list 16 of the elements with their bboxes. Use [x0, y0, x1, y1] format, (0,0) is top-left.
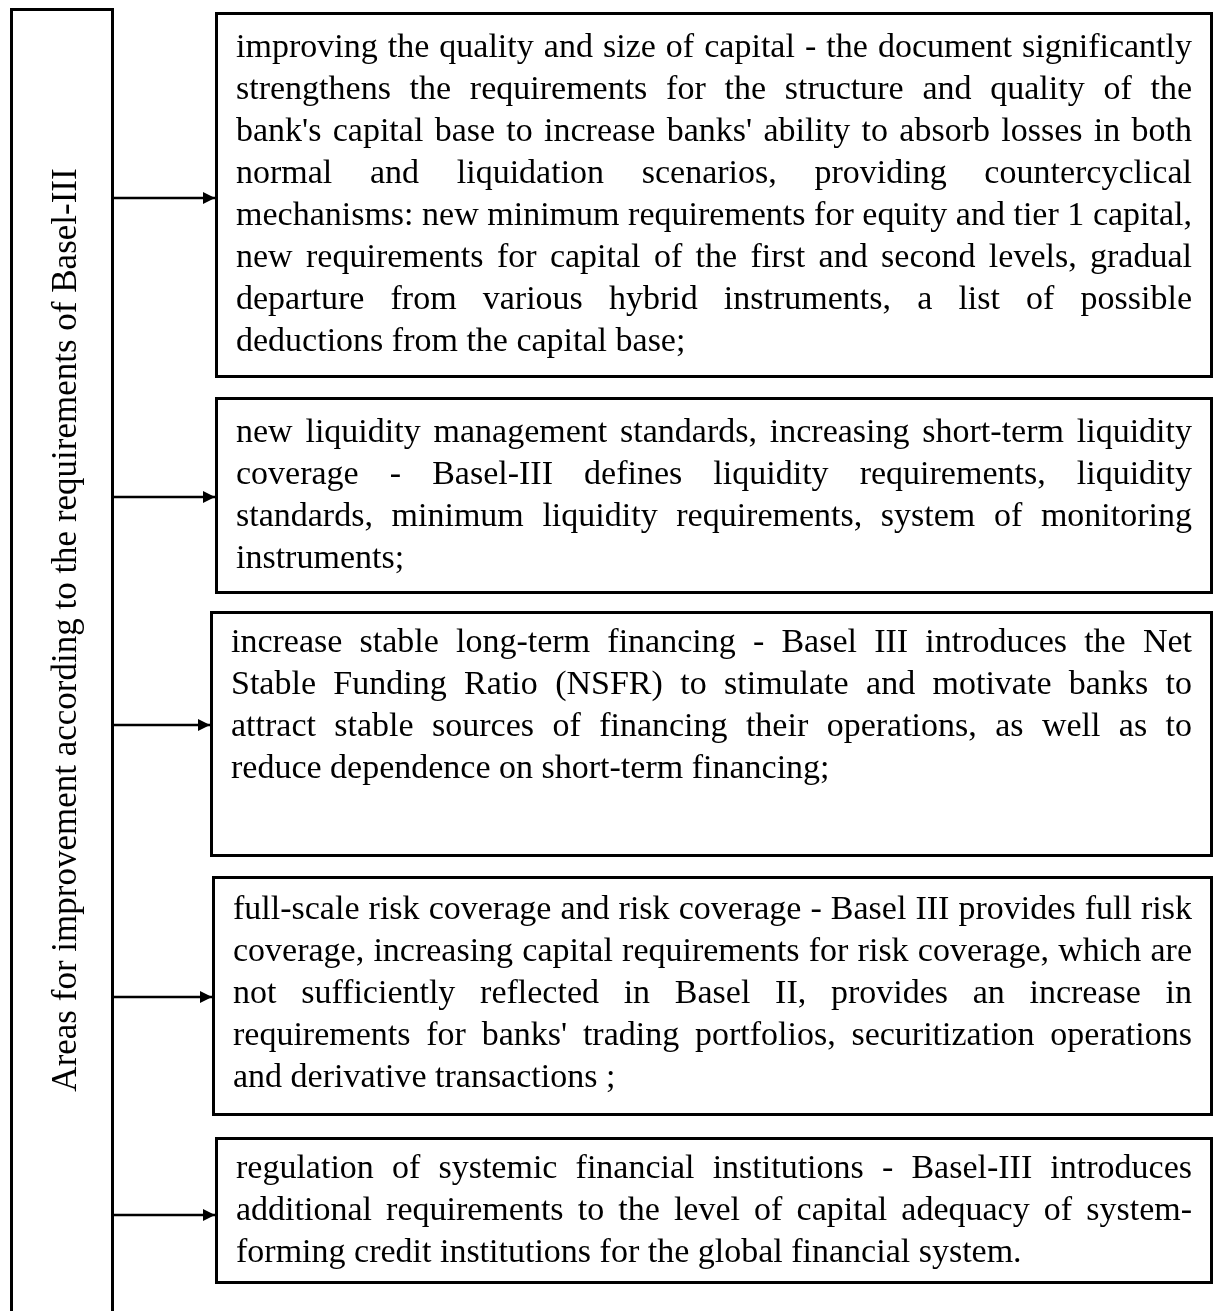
description-text: increase stable long-term financing - Basel III introduces the Net Stable Funding Ratio (NSFR) to stimulate and motivate banks to attract stable sources of financing their operations, as well as to reduce dependence on short-term financing;	[230, 621, 1193, 787]
description-box	[215, 397, 1213, 594]
description-box	[210, 611, 1213, 857]
arrow	[114, 990, 212, 1004]
description-text: full-scale risk coverage and risk coverage - Basel III provides full risk coverage, increasing capital requirements for risk coverage, which are not sufficiently reflected in Basel II, provides an increase in requirements for banks' trading portfolios, securitization operations and derivative transactions ;	[232, 888, 1193, 1096]
vertical-title: Areas for improvement according to the requirements of Basel-III	[44, 168, 85, 1092]
description-text: improving the quality and size of capital - the document significantly strengthens the requirements for the structure and quality of the bank's capital base to increase banks' ability to absorb losses in both normal and liquidation scenarios, providing countercyclical mechanisms: new minimum requirements for equity and tier 1 capital, new requirements for capital of the first and second levels, gradual departure from various hybrid instruments, a list of possible deductions from the capital base;	[235, 26, 1193, 360]
category-box	[10, 8, 114, 1311]
description-text: new liquidity management standards, increasing short-term liquidity coverage - Basel-III defines liquidity requirements, liquidity standards, minimum liquidity requirements, system of monitoring instruments;	[235, 411, 1193, 577]
arrow	[114, 191, 215, 205]
description-box	[215, 1137, 1213, 1284]
arrow	[114, 718, 210, 732]
description-box	[212, 876, 1213, 1116]
arrow	[114, 1208, 215, 1222]
description-text: regulation of systemic financial institutions - Basel-III introduces additional requirements to the level of capital adequacy of system-forming credit institutions for the global financial system.	[235, 1147, 1193, 1271]
arrow	[114, 490, 215, 504]
